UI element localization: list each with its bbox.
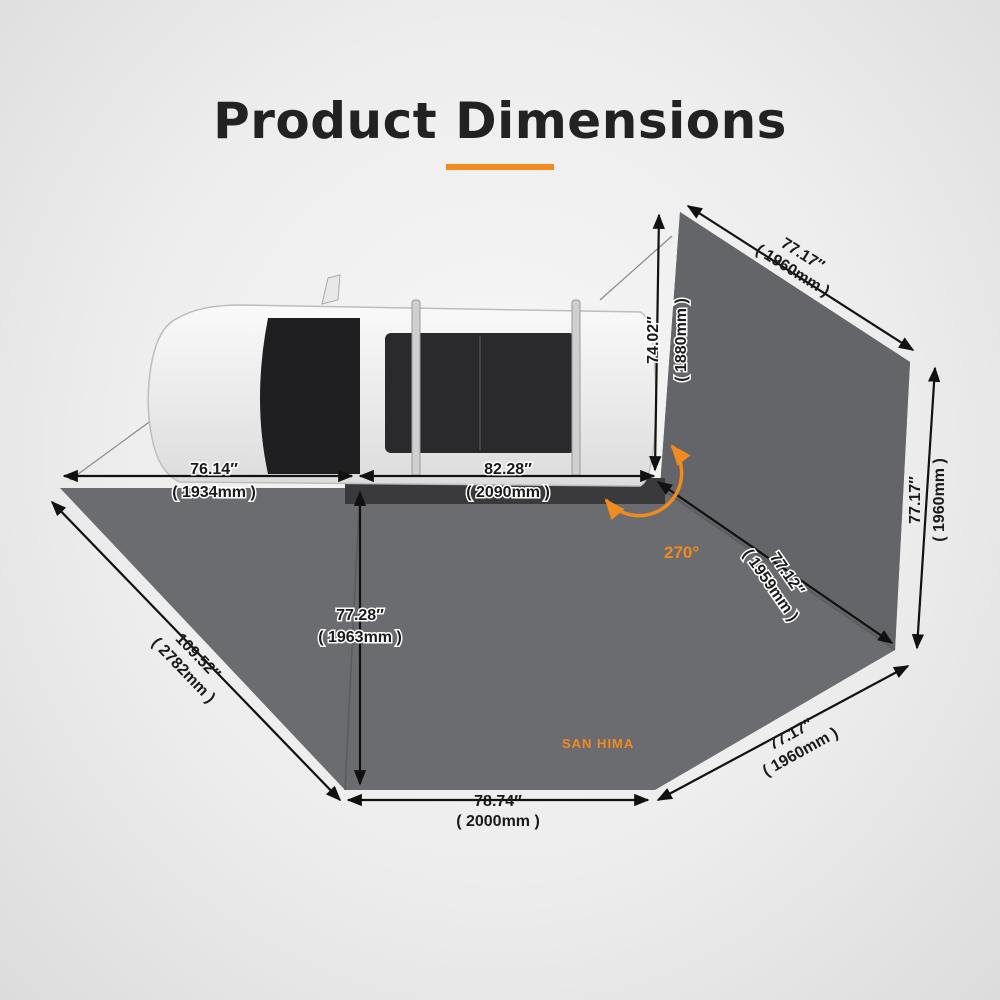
left-extension-label: 76.14″ ( 1934mm ) (171, 460, 258, 503)
arrow-right-edge (911, 366, 941, 650)
awning-fabric (60, 212, 910, 791)
awning-depth-mm: ( 1880mm ) (673, 298, 690, 382)
awning-depth-inch: 74.02″ (645, 316, 662, 364)
title-accent-bar (446, 164, 554, 170)
bottom-edge-inch: 78.74″ (474, 793, 522, 810)
page-title: Product Dimensions (213, 92, 787, 150)
rotation-arc (604, 444, 691, 520)
rotation-label: 270° (664, 543, 699, 562)
left-extension-mm: ( 1934mm ) (172, 484, 256, 501)
arrow-top-edge (686, 205, 915, 351)
car-side-label: 82.28″ ( 2090mm ) (465, 460, 552, 503)
awning-depth-label: 74.02″ ( 1880mm ) (644, 297, 692, 384)
left-extension-inch: 76.14″ (190, 461, 238, 478)
right-edge-label: 77.17″ ( 1960mm ) (907, 458, 948, 542)
dimension-arrows (50, 205, 941, 807)
roof-rack-bar-front (411, 299, 421, 477)
right-edge-mm: ( 1960mm ) (931, 458, 948, 542)
arrow-lower-right-edge (656, 665, 910, 801)
bottom-edge-label: 78.74″ ( 2000mm ) (456, 793, 540, 830)
side-mirror (321, 274, 341, 305)
arrow-diagonal (656, 481, 894, 644)
brand-logo: SAN HIMA (562, 736, 634, 751)
arrow-awning-depth (649, 213, 665, 472)
side-depth-inch: 77.28″ (336, 607, 384, 624)
side-depth-mm: ( 1963mm ) (318, 629, 402, 646)
roof-rack-bar-rear (571, 299, 581, 477)
windshield (260, 318, 360, 474)
bottom-edge-mm: ( 2000mm ) (456, 813, 540, 830)
car-top-view (147, 274, 657, 487)
car-side-mm: ( 2090mm ) (466, 484, 550, 501)
side-depth-label: 77.28″ ( 1963mm ) (317, 606, 404, 648)
right-edge-inch: 77.17″ (907, 476, 924, 524)
car-side-inch: 82.28″ (484, 461, 532, 478)
arrow-left-diagonal (50, 500, 342, 802)
